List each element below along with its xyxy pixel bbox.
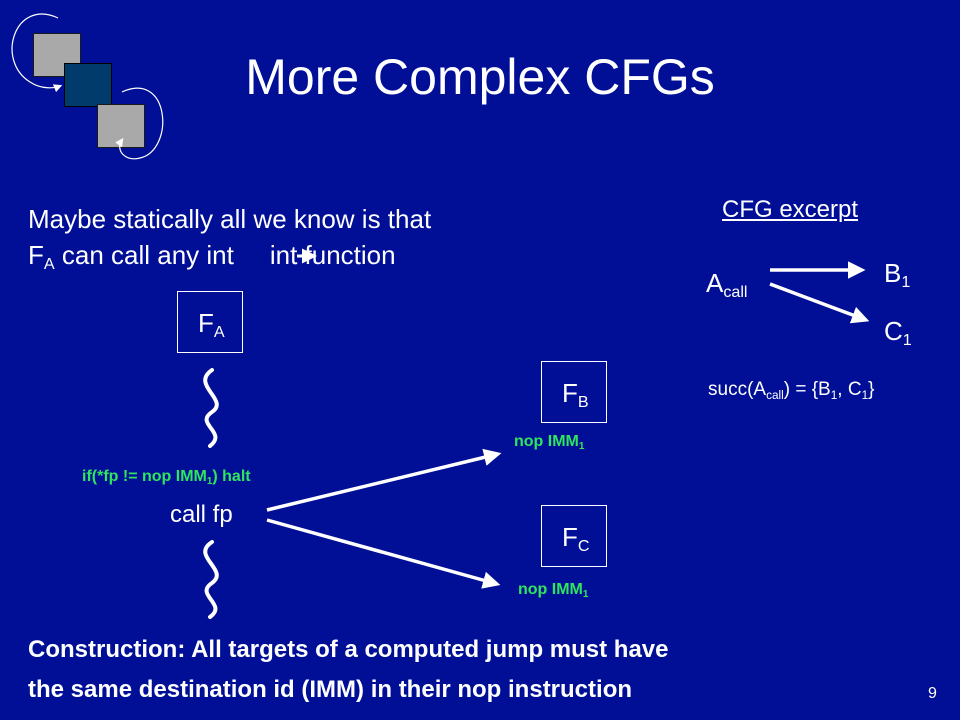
logo <box>0 0 170 170</box>
squiggle-lower-icon <box>203 540 219 619</box>
page-number: 9 <box>928 685 937 702</box>
intro-fa-sub: A <box>43 255 55 274</box>
nop-fc-text: nop IMM1 <box>518 581 589 601</box>
call-to-fc-arrow <box>266 518 501 589</box>
intro-middle-text: can call any int <box>54 240 234 270</box>
logo-square-3 <box>97 104 145 148</box>
cfg-excerpt-title: CFG excerpt <box>722 196 859 223</box>
function-label-fa: FA <box>198 308 225 342</box>
cfg-node-b1: B1 <box>884 258 911 292</box>
guard-check-text: if(*fp != nop IMM1) halt <box>82 468 251 488</box>
squiggle-upper-icon <box>203 368 219 448</box>
call-to-fb-arrow <box>266 448 502 512</box>
construction-line-2: the same destination id (IMM) in their n… <box>28 676 633 703</box>
a-to-c1-arrow <box>769 282 870 324</box>
intro-line-2: FA can call any int int function <box>28 240 396 272</box>
function-label-fb: FB <box>562 378 589 412</box>
function-label-fc: FC <box>562 522 590 556</box>
nop-fb-text: nop IMM1 <box>514 433 585 453</box>
intro-tail-text: int function <box>269 240 396 270</box>
logo-square-1 <box>33 33 81 77</box>
cfg-node-a-call: Acall <box>706 268 748 302</box>
intro-line-1: Maybe statically all we know is that <box>28 204 432 234</box>
construction-line-1: Construction: All targets of a computed … <box>28 636 669 663</box>
function-box-fc: FC <box>541 505 607 567</box>
intro-fa-letter: F <box>28 240 44 270</box>
cfg-node-c1: C1 <box>884 316 912 350</box>
call-fp-text: call fp <box>170 501 233 528</box>
succ-formula: succ(Acall) = {B1, C1} <box>708 379 875 402</box>
logo-square-2 <box>64 63 112 107</box>
slide-title: More Complex CFGs <box>245 49 715 105</box>
function-box-fb: FB <box>541 361 607 423</box>
function-box-fa: FA <box>177 291 243 353</box>
logo-arrows-icon <box>11 13 164 160</box>
